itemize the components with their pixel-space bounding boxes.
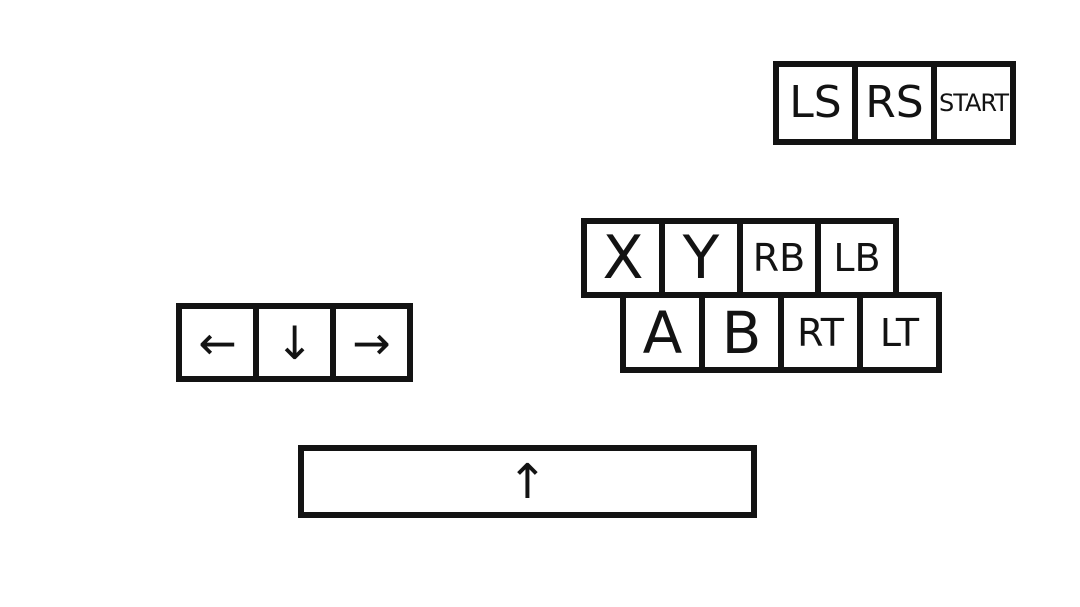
key-arrow-left[interactable]: ← xyxy=(176,303,259,382)
arrow-left-icon: ← xyxy=(198,315,237,370)
key-lt[interactable]: LT xyxy=(857,292,942,373)
key-lb[interactable]: LB xyxy=(815,218,899,298)
key-lb-label: LB xyxy=(833,236,881,280)
key-a-label: A xyxy=(642,298,683,367)
key-x-label: X xyxy=(602,223,644,293)
key-arrow-down[interactable]: ↓ xyxy=(253,303,336,382)
arrow-up-icon: ↑ xyxy=(507,453,548,510)
key-ls[interactable]: LS xyxy=(773,61,858,145)
key-start[interactable]: START xyxy=(931,61,1016,145)
key-y[interactable]: Y xyxy=(659,218,743,298)
face-buttons-bottom-row: A B RT LT xyxy=(620,292,942,373)
key-rb-label: RB xyxy=(752,236,806,280)
key-space-arrow-up[interactable]: ↑ xyxy=(298,445,757,518)
key-lt-label: LT xyxy=(879,310,920,355)
arrow-down-icon: ↓ xyxy=(275,315,314,370)
key-b[interactable]: B xyxy=(699,292,784,373)
system-buttons-row: LS RS START xyxy=(773,61,1016,145)
key-ls-label: LS xyxy=(789,77,842,128)
key-y-label: Y xyxy=(682,223,720,293)
key-arrow-right[interactable]: → xyxy=(330,303,413,382)
key-rs-label: RS xyxy=(865,77,924,128)
key-start-label: START xyxy=(938,89,1009,117)
key-a[interactable]: A xyxy=(620,292,705,373)
key-b-label: B xyxy=(721,298,762,367)
key-rt-label: RT xyxy=(797,310,844,355)
key-x[interactable]: X xyxy=(581,218,665,298)
arrow-right-icon: → xyxy=(352,315,391,370)
dpad-arrow-keys-row: ← ↓ → xyxy=(176,303,413,382)
key-rs[interactable]: RS xyxy=(852,61,937,145)
face-buttons-top-row: X Y RB LB xyxy=(581,218,899,298)
key-rb[interactable]: RB xyxy=(737,218,821,298)
key-rt[interactable]: RT xyxy=(778,292,863,373)
